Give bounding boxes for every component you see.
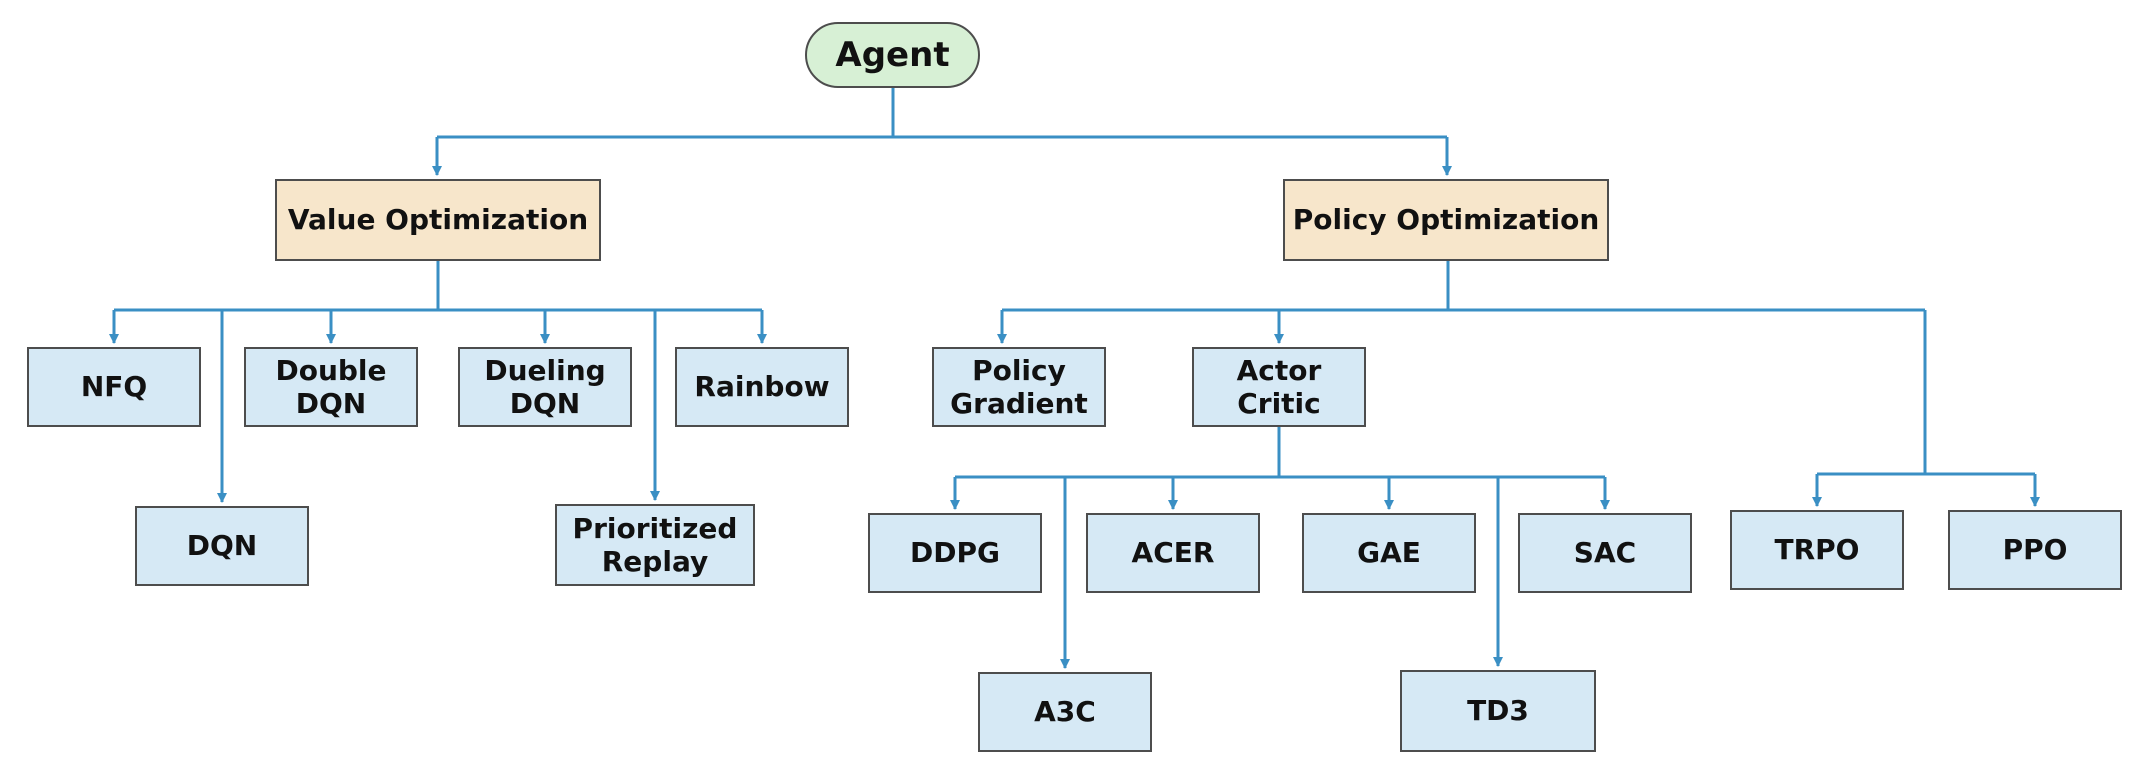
agent-node: Agent [805, 22, 980, 88]
prioritized-replay-node: Prioritized Replay [555, 504, 755, 586]
acer-node: ACER [1086, 513, 1260, 593]
nfq-node: NFQ [27, 347, 201, 427]
policy-optimization-node: Policy Optimization [1283, 179, 1609, 261]
td3-node: TD3 [1400, 670, 1596, 752]
a3c-node: A3C [978, 672, 1152, 752]
value-optimization-node: Value Optimization [275, 179, 601, 261]
policy-gradient-node: Policy Gradient [932, 347, 1106, 427]
ddpg-node: DDPG [868, 513, 1042, 593]
gae-node: GAE [1302, 513, 1476, 593]
sac-node: SAC [1518, 513, 1692, 593]
rainbow-node: Rainbow [675, 347, 849, 427]
double-dqn-node: Double DQN [244, 347, 418, 427]
actor-critic-node: Actor Critic [1192, 347, 1366, 427]
ppo-node: PPO [1948, 510, 2122, 590]
dqn-node: DQN [135, 506, 309, 586]
trpo-node: TRPO [1730, 510, 1904, 590]
dueling-dqn-node: Dueling DQN [458, 347, 632, 427]
